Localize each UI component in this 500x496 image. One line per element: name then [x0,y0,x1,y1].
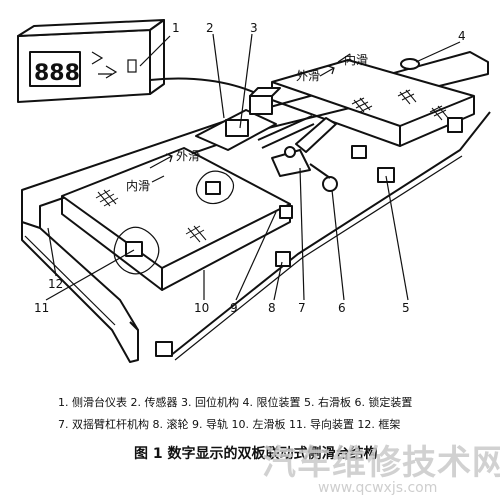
left-inner-label: 内滑 [126,179,150,193]
callout-2: 2 [206,21,214,35]
callout-9: 9 [230,301,238,315]
callout-12: 12 [48,277,63,291]
left-outer-arrow [149,153,173,169]
direction-labels: 外滑 内滑 外滑 内滑 [126,53,368,193]
callout-10: 10 [194,301,209,315]
right-outer-arrow [319,65,335,77]
figure-caption: 图 1 数字显示的双板联动式侧滑台结构 [134,445,378,462]
right-outer-label: 外滑 [296,69,320,83]
sensor-cable [149,77,263,97]
right-inner-label: 内滑 [344,53,368,67]
callout-8: 8 [268,301,276,315]
legend-line-1: 1. 侧滑台仪表 2. 传感器 3. 回位机构 4. 限位装置 5. 右滑板 6… [58,395,412,409]
callout-4: 4 [458,29,466,43]
right-inner-arrow [337,53,351,63]
callout-5: 5 [402,301,410,315]
left-outer-label: 外滑 [176,149,200,163]
legend-line-2: 7. 双摇臂杠杆机构 8. 滚轮 9. 导轨 10. 左滑板 11. 导向装置 … [58,417,400,431]
watermark: 汽车维修技术网 www.qcwxjs.com [262,443,500,496]
callout-11: 11 [34,301,49,315]
watermark-text: 汽车维修技术网 [262,443,500,483]
leader-lines [45,33,461,301]
callout-numbers: 1 2 3 4 5 6 7 8 9 10 11 12 [34,21,466,315]
guide-rail [169,111,491,361]
left-inner-arrow [151,175,165,183]
legend: 1. 侧滑台仪表 2. 传感器 3. 回位机构 4. 限位装置 5. 右滑板 6… [58,395,412,431]
right-slide-plate [271,58,475,183]
left-slide-plate [61,147,293,357]
callout-6: 6 [338,301,346,315]
callout-1: 1 [172,21,180,35]
callout-3: 3 [250,21,258,35]
svg-text:888: 888 [34,61,80,86]
watermark-url: www.qcwxjs.com [318,480,437,496]
callout-7: 7 [298,301,306,315]
side-slip-meter: 888 [17,19,165,103]
